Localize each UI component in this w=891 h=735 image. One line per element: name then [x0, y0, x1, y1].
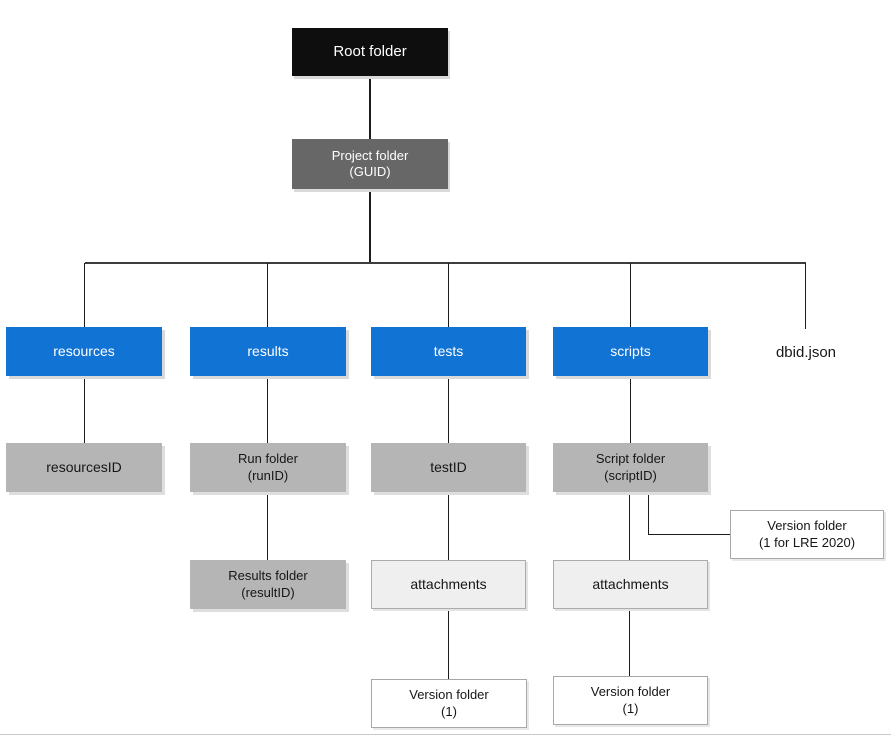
node-scripts: scripts: [553, 327, 708, 376]
node-test-id: testID: [371, 443, 526, 492]
node-project-folder: Project folder (GUID): [292, 139, 448, 189]
connector-bus-to-results: [267, 263, 268, 327]
label-dbid-json: dbid.json: [766, 344, 846, 361]
connector-attachments-to-version-scripts: [629, 609, 630, 676]
connector-runfolder-to-resultsfolder: [267, 492, 268, 560]
node-attachments-scripts-label: attachments: [592, 575, 669, 592]
node-results: results: [190, 327, 346, 376]
node-attachments-tests: attachments: [371, 560, 526, 609]
node-version-folder-lre: Version folder (1 for LRE 2020): [730, 510, 884, 559]
node-version-folder-scripts: Version folder (1): [553, 676, 708, 725]
node-resources-label: resources: [53, 342, 115, 359]
node-version-folder-tests-label: Version folder: [409, 687, 489, 703]
connector-bus-to-tests: [448, 263, 449, 327]
node-project-folder-sublabel: (GUID): [349, 164, 391, 179]
node-project-folder-label: Project folder: [331, 147, 409, 163]
connector-resources-to-resourcesid: [84, 376, 85, 443]
node-version-folder-tests: Version folder (1): [371, 679, 527, 728]
node-version-folder-lre-label: Version folder: [767, 518, 847, 534]
connector-horizontal-bus: [85, 262, 806, 264]
connector-bus-to-resources: [84, 263, 85, 327]
node-version-folder-tests-sublabel: (1): [441, 703, 457, 719]
node-resources-id-label: resourcesID: [46, 458, 122, 475]
node-script-folder-label: Script folder: [595, 451, 666, 467]
node-script-folder-sublabel: (scriptID): [604, 467, 657, 483]
connector-project-to-bus: [369, 189, 371, 263]
node-version-folder-scripts-label: Version folder: [590, 684, 671, 700]
node-results-label: results: [247, 342, 289, 359]
connector-attachments-to-version-tests: [448, 609, 449, 679]
node-resources-id: resourcesID: [6, 443, 162, 492]
node-resources: resources: [6, 327, 162, 376]
node-run-folder-sublabel: (runID): [247, 467, 289, 483]
node-run-folder: Run folder (runID): [190, 443, 346, 492]
connector-scripts-to-scriptfolder: [630, 376, 631, 443]
node-root-folder: Root folder: [292, 28, 448, 76]
connector-bus-to-scripts: [630, 263, 631, 327]
connector-results-to-runfolder: [267, 376, 268, 443]
node-results-folder-label: Results folder: [228, 568, 308, 584]
node-attachments-scripts: attachments: [553, 560, 708, 609]
node-scripts-label: scripts: [610, 342, 651, 359]
node-version-folder-scripts-sublabel: (1): [622, 700, 639, 716]
node-attachments-tests-label: attachments: [410, 575, 487, 592]
connector-tests-to-testid: [448, 376, 449, 443]
connector-bus-to-dbid-json: [805, 263, 806, 329]
node-root-folder-label: Root folder: [333, 42, 407, 60]
connector-root-to-project: [369, 76, 371, 139]
node-run-folder-label: Run folder: [238, 451, 298, 467]
connector-testid-to-attachments: [448, 492, 449, 560]
node-tests-label: tests: [433, 342, 464, 359]
connector-scriptfolder-branch-vertical: [648, 492, 649, 535]
connector-scriptfolder-to-attachments: [629, 492, 630, 560]
connector-scriptfolder-branch-horizontal: [648, 534, 730, 535]
node-results-folder: Results folder (resultID): [190, 560, 346, 609]
node-tests: tests: [371, 327, 526, 376]
node-results-folder-sublabel: (resultID): [241, 584, 295, 600]
node-version-folder-lre-sublabel: (1 for LRE 2020): [758, 534, 856, 550]
label-dbid-json-text: dbid.json: [775, 344, 837, 361]
node-script-folder: Script folder (scriptID): [553, 443, 708, 492]
node-test-id-label: testID: [430, 458, 467, 475]
